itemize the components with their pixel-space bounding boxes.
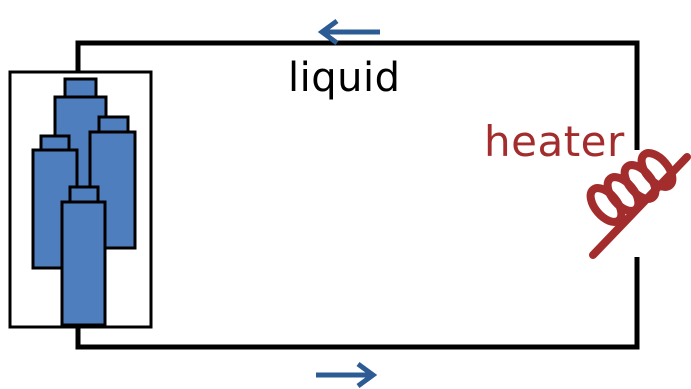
pipe-bottom-right — [75, 257, 640, 350]
arrow-right-icon — [316, 361, 378, 389]
heater-label: heater — [484, 117, 625, 166]
loop-pipe — [75, 40, 640, 350]
battery-cell — [60, 185, 107, 327]
battery-cells — [31, 77, 137, 327]
pipe-top-left — [75, 40, 640, 150]
arrow-left-icon — [317, 18, 380, 46]
heater-coil-icon — [586, 149, 691, 259]
liquid-label: liquid — [288, 55, 401, 101]
